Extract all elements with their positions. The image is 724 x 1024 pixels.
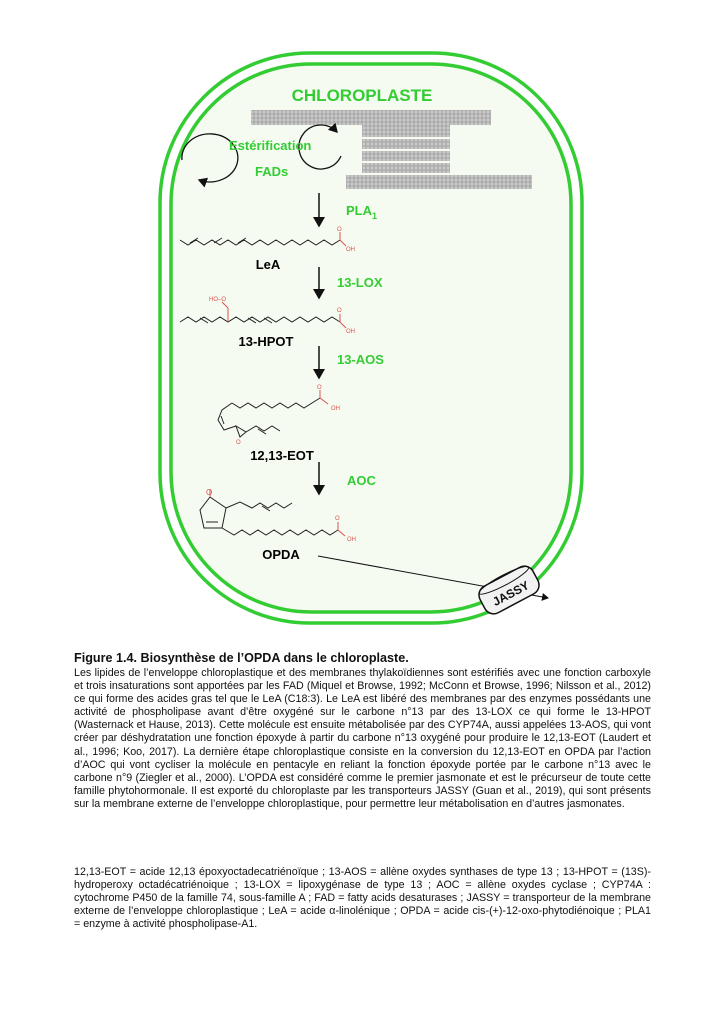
hpot-o-label: O xyxy=(337,308,342,314)
12-13-eot-structure xyxy=(217,390,329,438)
figure-abbreviations: 12,13-EOT = acide 12,13 époxyoctadecatri… xyxy=(74,866,651,931)
13-lox-label: 13-LOX xyxy=(337,275,383,290)
hpot-hoo-label: HO–O xyxy=(209,297,226,303)
caption-body-text: Les lipides de l’enveloppe chloroplastiq… xyxy=(74,667,651,810)
opda-biosynthesis-figure: CHLOROPLASTE Estérification FADs PLA1 13… xyxy=(158,51,584,625)
abbreviations-text: 12,13-EOT = acide 12,13 époxyoctadecatri… xyxy=(74,866,651,931)
pla1-label: PLA1 xyxy=(346,203,377,221)
13-hpot-structure xyxy=(179,301,347,329)
figure-caption-title: Figure 1.4. Biosynthèse de l’OPDA dans l… xyxy=(74,651,409,665)
esterification-cycle-icon xyxy=(181,122,342,188)
opda-o-label: O xyxy=(335,516,340,522)
aoc-label: AOC xyxy=(347,473,377,488)
lea-structure xyxy=(179,232,347,247)
fads-label: FADs xyxy=(255,164,288,179)
opda-label: OPDA xyxy=(262,547,300,562)
lea-oh-label: OH xyxy=(346,247,355,253)
opda-oh-label: OH xyxy=(347,537,356,543)
13-aos-label: 13-AOS xyxy=(337,352,384,367)
eot-epoxide-o-label: O xyxy=(236,440,241,446)
thylakoid-stack xyxy=(251,110,532,189)
opda-keto-o-label: O xyxy=(206,488,212,497)
chloroplast-title: CHLOROPLASTE xyxy=(292,86,433,105)
esterification-label: Estérification xyxy=(229,138,311,153)
opda-structure xyxy=(199,489,346,537)
13-hpot-label: 13-HPOT xyxy=(239,334,294,349)
hpot-oh-label: OH xyxy=(346,329,355,335)
12-13-eot-label: 12,13-EOT xyxy=(250,448,314,463)
lea-label: LeA xyxy=(256,257,281,272)
lea-o-label: O xyxy=(337,227,342,233)
figure-caption-body: Les lipides de l’enveloppe chloroplastiq… xyxy=(74,667,651,811)
inner-envelope-membrane xyxy=(169,62,573,614)
eot-o-label: O xyxy=(317,385,322,391)
eot-oh-label: OH xyxy=(331,406,340,412)
